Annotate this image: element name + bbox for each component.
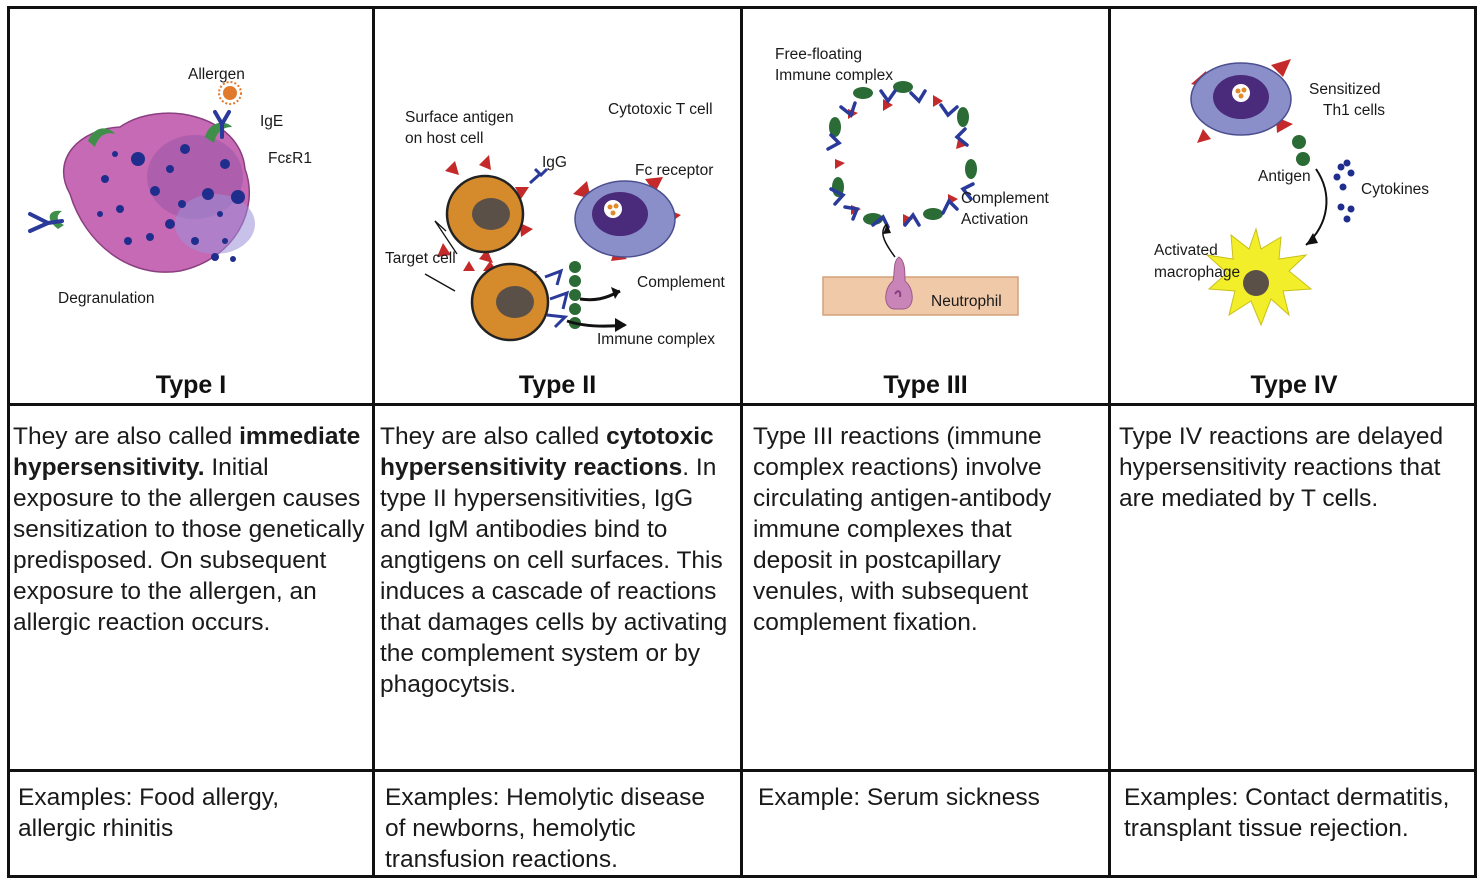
activation-arrow [882, 223, 896, 258]
type-1-figure-cell: Allergen IgE FcεR1 Degranulation Type I [10, 9, 372, 403]
fc-receptor-shape [88, 128, 115, 147]
cytokine-dots [1333, 159, 1355, 223]
type-4-description: Type IV reactions are delayed hypersensi… [1119, 423, 1444, 512]
blood-vessel [822, 276, 1019, 316]
bound-antibodies [544, 268, 570, 329]
target-cell-nucleus [496, 286, 534, 318]
immune-complex-illustration: Free-floating Immune complex Complement … [775, 46, 1050, 316]
cytotoxic-illustration: Surface antigen on host cell IgG Cytotox… [385, 101, 726, 348]
column-divider [372, 9, 375, 875]
ige-antibody [213, 110, 231, 139]
target-cell-nucleus [472, 198, 510, 230]
activated-label: Activated [1154, 242, 1218, 259]
type-4-title: Type IV [1250, 371, 1338, 399]
type-1-description: They are also called immediate hypersens… [13, 423, 365, 636]
fc-receptor-shape [205, 122, 232, 143]
type-2-examples: Examples: Hemolytic disease of newborns,… [385, 784, 705, 873]
allergen-particle [223, 86, 237, 100]
type-3-examples: Example: Serum sickness [758, 784, 1040, 811]
complement-chain [569, 261, 581, 329]
pointer-arrow [434, 220, 458, 255]
sensitized-label: Sensitized [1309, 81, 1381, 98]
target-cell-label: Target cell [385, 250, 456, 267]
mast-cell-illustration: Allergen IgE FcεR1 Degranulation [28, 66, 312, 307]
row-divider [10, 769, 1474, 772]
igg-label: IgG [542, 154, 567, 171]
antigen-particles [1292, 135, 1310, 166]
delayed-hypersensitivity-illustration: Sensitized Th1 cells Antigen Cytokines A… [1154, 59, 1429, 327]
activation-label: Activation [961, 211, 1028, 228]
th1-label: Th1 cells [1323, 102, 1385, 119]
macrophage-label: macrophage [1154, 264, 1240, 281]
free-floating-label: Free-floating [775, 46, 862, 63]
type-2-title: Type II [518, 371, 597, 399]
hypersensitivity-table: Allergen IgE FcεR1 Degranulation Type I [7, 6, 1477, 878]
column-divider [740, 9, 743, 875]
antigen-label: Antigen [1258, 168, 1311, 185]
type-4-figure-cell: Sensitized Th1 cells Antigen Cytokines A… [1111, 9, 1477, 403]
immune-complex-label: Immune complex [597, 331, 715, 348]
type-3-description: Type III reactions (immune complex react… [753, 423, 1052, 636]
complement-label: Complement [637, 274, 726, 291]
degranulating-region [175, 194, 255, 254]
degranulation-label: Degranulation [58, 290, 155, 307]
type-3-figure-cell: Free-floating Immune complex Complement … [743, 9, 1108, 403]
immune-complex-ring [826, 81, 977, 229]
type-4-examples: Examples: Contact dermatitis, transplant… [1124, 784, 1450, 842]
type-2-description: They are also called cytotoxic hypersens… [380, 423, 728, 698]
type-3-title: Type III [883, 371, 968, 399]
ige-antibody [28, 212, 64, 233]
granules [97, 144, 245, 262]
neutrophil-cell [885, 256, 913, 310]
complement-label: Complement [961, 190, 1050, 207]
type-1-examples: Examples: Food allergy, allergic rhiniti… [18, 784, 279, 842]
cytotoxic-label: Cytotoxic T cell [608, 101, 713, 118]
igg-antibody [528, 167, 549, 185]
fc-receptor-label: Fc receptor [635, 162, 713, 179]
type-2-figure-cell: Surface antigen on host cell IgG Cytotox… [375, 9, 740, 403]
column-divider [1108, 9, 1111, 875]
allergen-label: Allergen [188, 66, 245, 83]
neutrophil-label: Neutrophil [931, 293, 1002, 310]
type-1-title: Type I [155, 371, 227, 399]
host-cell-label: on host cell [405, 130, 483, 147]
cytokines-label: Cytokines [1361, 181, 1429, 198]
receptor-label: FcεR1 [268, 150, 312, 167]
immune-complex-label: Immune complex [775, 67, 893, 84]
ige-label: IgE [260, 113, 283, 130]
macrophage-nucleus [1243, 270, 1269, 296]
pointer-arrow [424, 273, 456, 292]
row-divider [10, 403, 1474, 406]
surface-antigen-label: Surface antigen [405, 109, 514, 126]
